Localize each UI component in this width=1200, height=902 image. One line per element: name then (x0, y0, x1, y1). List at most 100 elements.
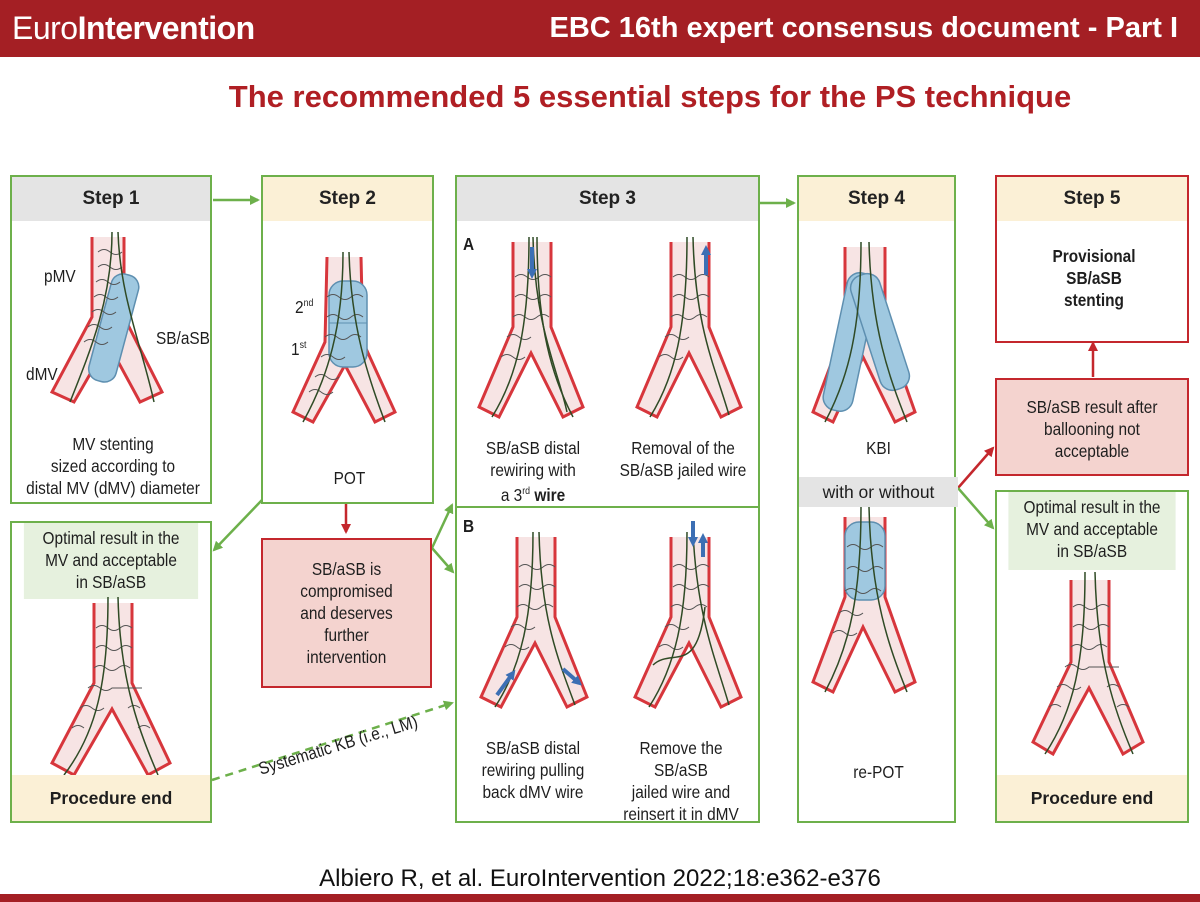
step1-caption-line2: sized according to (50, 456, 176, 476)
step3-divider (457, 506, 758, 508)
step3-a-left-caption: SB/aSB distal rewiring with a 3rd wire (468, 437, 598, 506)
optimal-left-box: Optimal result in the MV and acceptable … (10, 521, 212, 823)
header-bar: EuroIntervention EBC 16th expert consens… (0, 0, 1200, 57)
step1-caption-line1: MV stenting (72, 434, 154, 454)
citation: Albiero R, et al. EuroIntervention 2022;… (319, 865, 881, 892)
step5-box: Step 5 Provisional SB/aSB stenting (995, 175, 1189, 343)
brand-light: Euro (12, 10, 78, 46)
step2-second-sup: nd (303, 298, 314, 309)
optimal-left-foot: Procedure end (12, 775, 210, 821)
step1-box: Step 1 pMV dMV SB/aSB MV stenting sized … (10, 175, 212, 504)
step4-with-without: with or without (799, 477, 958, 507)
step3-a-left-third: a 3 (500, 484, 523, 505)
compromised-line1: SB/aSB is (311, 559, 382, 579)
step3-box: Step 3 A B (455, 175, 760, 825)
arrow-systematic-kb (211, 700, 454, 782)
step1-dmv-label: dMV (26, 364, 58, 384)
arrow-step4-optimal (957, 487, 995, 530)
step3-b-left-line3: back dMV wire (482, 782, 584, 802)
step3-b-left-caption: SB/aSB distal rewiring pulling back dMV … (468, 737, 598, 803)
slide-title: The recommended 5 essential steps for th… (228, 79, 1072, 114)
brand-logo: EuroIntervention (12, 9, 255, 47)
step3-a-left-vessel (477, 236, 585, 420)
step3-b-right-caption: Remove the SB/aSB jailed wire and reinse… (611, 737, 752, 825)
optimal-left-line2: MV and acceptable (45, 550, 177, 570)
step3-a-left-wire: wire (530, 484, 566, 505)
optimal-right-illustration (1031, 571, 1145, 757)
step4-header: Step 4 (799, 177, 954, 221)
step2-box: Step 2 2nd 1st POT (261, 175, 434, 504)
compromised-box: SB/aSB is compromised and deserves furth… (261, 538, 432, 688)
step1-sb-label: SB/aSB (156, 328, 210, 348)
arrow-compromised-3b (431, 547, 455, 574)
step2-first-sup: st (299, 340, 307, 351)
step1-stent-illustration (49, 231, 165, 404)
step3-header: Step 3 (457, 177, 758, 221)
optimal-left-head: Optimal result in the MV and acceptable … (23, 523, 199, 599)
compromised-line5: intervention (306, 647, 387, 667)
step3-b-right-line2: jailed wire and (631, 782, 731, 802)
step3-a-left-line2: rewiring with (490, 460, 576, 480)
step4-illustrations (811, 241, 917, 695)
compromised-text: SB/aSB is compromised and deserves furth… (273, 558, 420, 668)
step3-illustrations (477, 236, 743, 710)
step2-second-label: 2nd (295, 293, 313, 318)
step3-b-left-line1: SB/aSB distal (485, 738, 581, 758)
step5-line2: SB/aSB (1066, 268, 1122, 288)
step1-header: Step 1 (12, 177, 210, 221)
step1-caption: MV stenting sized according to distal MV… (24, 433, 202, 499)
sb-not-acceptable-text: SB/aSB result after ballooning not accep… (1008, 396, 1175, 462)
optimal-right-box: Optimal result in the MV and acceptable … (995, 490, 1189, 823)
step3-a-right-caption: Removal of the SB/aSB jailed wire (614, 437, 751, 481)
step3-b-right-vessel (633, 521, 743, 710)
optimal-right-line1: Optimal result in the (1023, 497, 1161, 517)
step2-first-label: 1st (291, 335, 306, 360)
optimal-right-head: Optimal result in the MV and acceptable … (1008, 492, 1176, 570)
arrow-step2-optimal (212, 499, 263, 552)
optimal-left-line3: in SB/aSB (75, 572, 147, 592)
sb-not-acceptable-line1: SB/aSB result after (1026, 397, 1158, 417)
step2-first-num: 1 (291, 338, 300, 359)
optimal-left-line1: Optimal result in the (42, 528, 180, 548)
step5-line3: stenting (1064, 290, 1124, 310)
step3-a-left-line1: SB/aSB distal (485, 438, 581, 458)
bottom-bar (0, 894, 1200, 902)
step3-a-label: A (463, 234, 475, 254)
step3-a-right-line2: SB/aSB jailed wire (619, 460, 747, 480)
step1-pmv-label: pMV (44, 266, 76, 286)
arrow-step4-notacceptable (957, 446, 995, 489)
step4-repot-label: re-POT (853, 762, 904, 782)
step5-line1: Provisional (1052, 246, 1136, 266)
step4-box: Step 4 KBI with or without re-POT (797, 175, 958, 823)
step3-a-right-vessel (635, 236, 743, 420)
optimal-right-line3: in SB/aSB (1056, 541, 1128, 561)
optimal-right-foot: Procedure end (997, 775, 1187, 821)
compromised-line2: compromised (300, 581, 393, 601)
step3-b-left-line2: rewiring pulling (481, 760, 585, 780)
step5-header: Step 5 (997, 177, 1187, 221)
step4-kbi-label: KBI (866, 438, 891, 458)
step5-text: Provisional SB/aSB stenting (1009, 245, 1180, 311)
compromised-line3: and deserves (300, 603, 393, 623)
step2-second-num: 2 (295, 296, 304, 317)
step3-a-right-line1: Removal of the (631, 438, 735, 458)
step1-caption-line3: distal MV (dMV) diameter (26, 478, 200, 498)
step3-b-label: B (463, 516, 475, 536)
arrow-compromised-3a (430, 503, 454, 549)
step3-a-left-line3: a 3rd wire (468, 481, 598, 506)
step3-b-left-vessel (479, 531, 589, 710)
sb-not-acceptable-box: SB/aSB result after ballooning not accep… (995, 378, 1189, 476)
step3-b-right-line3: reinsert it in dMV (623, 804, 739, 824)
step2-caption: POT (333, 468, 366, 488)
step3-b-right-line1: Remove the SB/aSB (639, 738, 723, 780)
header-title: EBC 16th expert consensus document - Par… (549, 12, 1178, 44)
brand-bold: Intervention (77, 10, 256, 46)
sb-not-acceptable-line3: acceptable (1054, 441, 1130, 461)
step3-a-left-sup: rd (522, 486, 531, 497)
step2-header: Step 2 (263, 177, 432, 221)
step2-stent-illustration (291, 251, 397, 424)
compromised-line4: further (324, 625, 369, 645)
sb-not-acceptable-line2: ballooning not (1044, 419, 1140, 439)
optimal-right-line2: MV and acceptable (1026, 519, 1158, 539)
